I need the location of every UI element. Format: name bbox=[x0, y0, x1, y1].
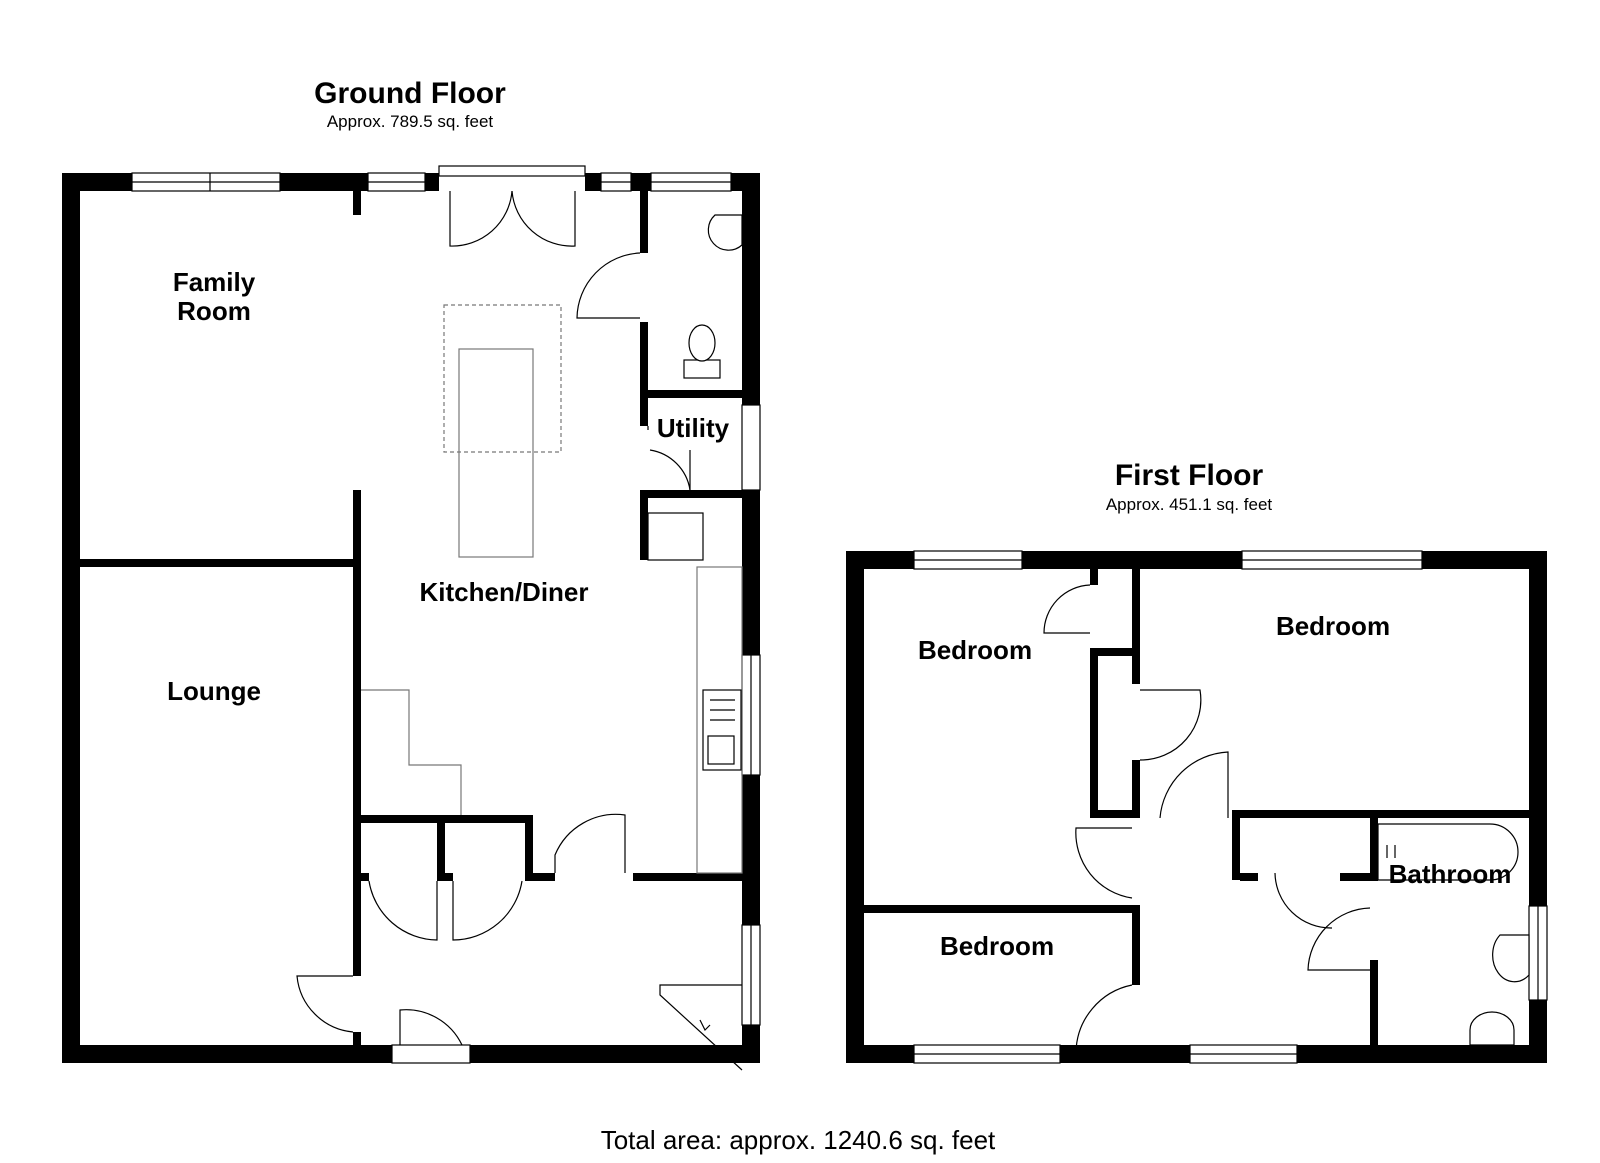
bedroom-3-label: Bedroom bbox=[940, 931, 1054, 961]
ground-floor-doors bbox=[296, 190, 743, 1071]
total-area-label: Total area: approx. 1240.6 sq. feet bbox=[601, 1125, 996, 1155]
utility-label: Utility bbox=[657, 413, 730, 443]
ground-floor-walls bbox=[62, 173, 760, 1063]
ground-floor-windows bbox=[131, 165, 761, 1064]
ground-floor-title: Ground Floor bbox=[314, 77, 506, 110]
bedroom-1-label: Bedroom bbox=[918, 635, 1032, 665]
bedroom-2-label: Bedroom bbox=[1276, 611, 1390, 641]
ground-floor-fixtures bbox=[361, 214, 743, 874]
first-floor-plan: First Floor Approx. 451.1 sq. feet bbox=[846, 459, 1548, 1064]
first-floor-title: First Floor bbox=[1115, 459, 1264, 492]
bathroom-label: Bathroom bbox=[1389, 859, 1512, 889]
kitchen-diner-label: Kitchen/Diner bbox=[419, 577, 588, 607]
ground-floor-area: Approx. 789.5 sq. feet bbox=[327, 112, 494, 131]
first-floor-fixtures bbox=[1377, 823, 1530, 1046]
family-room-label-line1: Family bbox=[173, 267, 256, 297]
ground-floor-plan: Ground Floor Approx. 789.5 sq. feet bbox=[62, 77, 761, 1071]
first-floor-doors bbox=[1043, 584, 1371, 1053]
first-floor-windows bbox=[913, 550, 1548, 1064]
family-room-label-line2: Room bbox=[177, 296, 251, 326]
first-floor-area: Approx. 451.1 sq. feet bbox=[1106, 495, 1273, 514]
lounge-label: Lounge bbox=[167, 676, 261, 706]
first-floor-walls bbox=[846, 551, 1547, 1063]
